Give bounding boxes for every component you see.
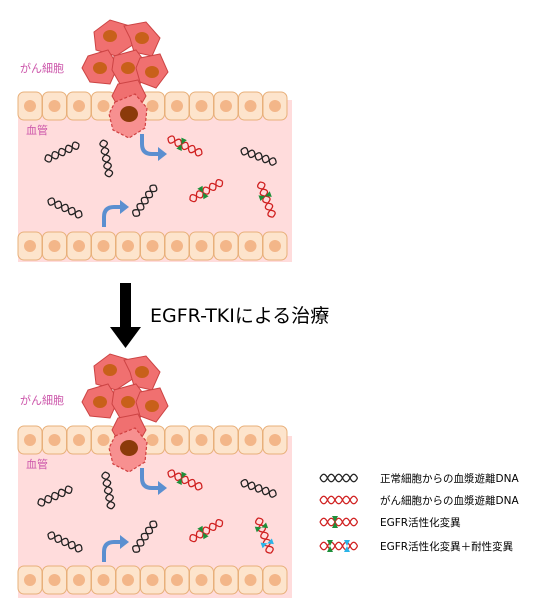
- legend-label: EGFR活性化変異＋耐性変異: [380, 540, 513, 553]
- legend-label: がん細胞からの血漿遊離DNA: [380, 494, 519, 507]
- activating-mutation-icon: [320, 516, 358, 528]
- vessel-label: 血管: [26, 123, 48, 137]
- normal-dna-icon: [319, 473, 359, 483]
- resistance-mutation-icon: [320, 540, 358, 552]
- legend-label: EGFR活性化変異: [380, 516, 461, 529]
- vessel-label: 血管: [26, 457, 48, 471]
- top-panel: がん細胞 血管: [18, 19, 292, 262]
- legend-item-normal-dna: 正常細胞からの血漿遊離DNA: [319, 472, 519, 485]
- treatment-label: EGFR-TKIによる治療: [150, 305, 329, 327]
- legend-item-tumor-dna: がん細胞からの血漿遊離DNA: [319, 494, 519, 507]
- bottom-panel: がん細胞 血管: [18, 353, 292, 598]
- legend-label: 正常細胞からの血漿遊離DNA: [380, 472, 519, 485]
- legend: 正常細胞からの血漿遊離DNA がん細胞からの血漿遊離DNA EGFR活性化変異 …: [319, 472, 519, 553]
- treatment-step: EGFR-TKIによる治療: [110, 283, 329, 348]
- vessel-wall-top: [18, 92, 287, 120]
- down-arrow-head: [110, 327, 141, 348]
- legend-item-resistance-mutation: EGFR活性化変異＋耐性変異: [320, 540, 513, 553]
- down-arrow-shaft: [120, 283, 131, 329]
- vessel-wall-top: [18, 426, 287, 454]
- cancer-cell-label: がん細胞: [20, 61, 64, 75]
- legend-item-activating-mutation: EGFR活性化変異: [320, 516, 461, 529]
- tumor-dna-icon: [319, 495, 359, 505]
- cancer-cell-label: がん細胞: [20, 393, 64, 407]
- vessel-wall-bottom: [18, 566, 287, 594]
- vessel-wall-bottom: [18, 232, 287, 260]
